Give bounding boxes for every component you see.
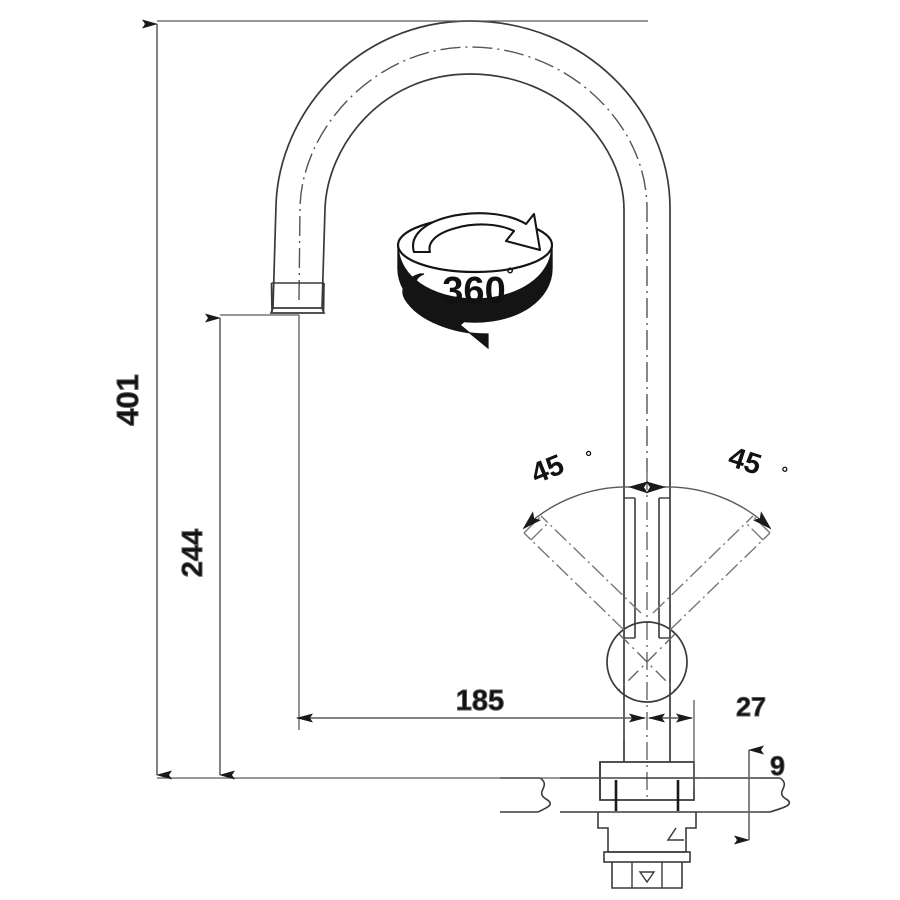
360-rotation-degree: ° xyxy=(506,265,514,286)
mounting-shank xyxy=(597,812,697,853)
360-rotation-icon: 360 ° xyxy=(396,212,554,350)
dimension-45-right-label: 45 xyxy=(724,441,765,481)
dimension-401-label: 401 xyxy=(110,374,145,426)
base-flange xyxy=(599,761,695,801)
dimension-244-label: 244 xyxy=(177,529,209,577)
dimension-group: 401 244 185 27 9 xyxy=(110,19,786,845)
mounting-nut xyxy=(603,851,691,889)
dimension-9-label: 9 xyxy=(770,751,785,781)
dimension-45-right-degree: ° xyxy=(778,463,791,483)
product-outline-group xyxy=(269,20,791,889)
handle-hub xyxy=(606,621,688,703)
dimension-27-label: 27 xyxy=(736,692,766,722)
angle-labels: 45 ° 45 ° xyxy=(527,441,790,490)
dimension-9 xyxy=(700,745,764,845)
spout-outlet xyxy=(269,282,326,314)
dimension-45-left-degree: ° xyxy=(583,447,597,467)
body-column xyxy=(623,472,671,800)
dimension-45-left xyxy=(522,481,649,530)
countertop xyxy=(500,777,791,813)
dimension-45-left-label: 45 xyxy=(527,449,569,491)
360-rotation-label: 360 xyxy=(442,270,505,312)
dimension-45-right xyxy=(645,481,772,530)
dimension-185-label: 185 xyxy=(456,685,504,717)
